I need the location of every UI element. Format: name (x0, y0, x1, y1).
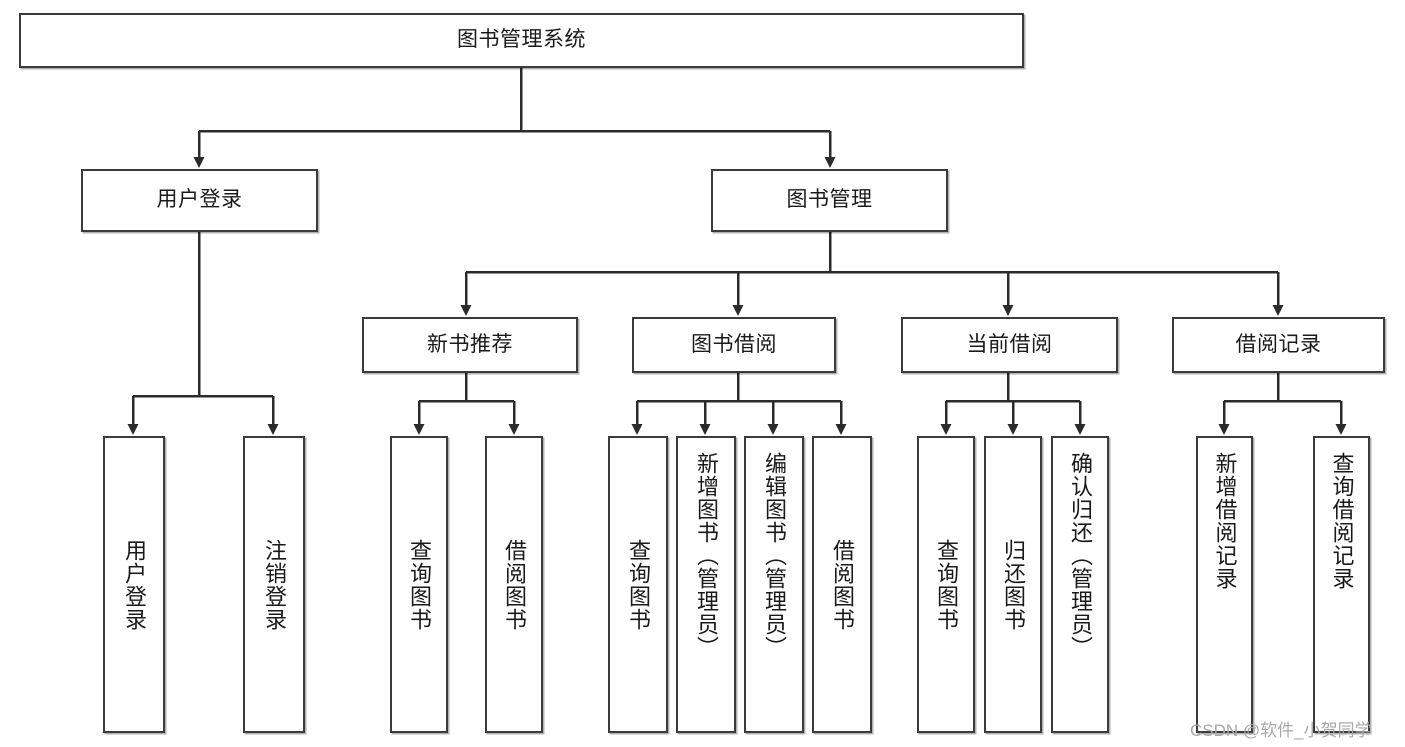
node-current-borrow[interactable]: 当前借阅 (901, 317, 1118, 373)
leaf-add-book[interactable]: 新增图书（管理员） (676, 436, 736, 733)
leaf-label: 查询图书 (406, 538, 432, 631)
leaf-label: 归还图书 (1000, 538, 1026, 631)
leaf-label: 借阅图书 (829, 538, 855, 631)
leaf-confirm-return[interactable]: 确认归还（管理员） (1051, 436, 1109, 733)
leaf-label: 新增图书（管理员） (693, 452, 719, 659)
leaf-label: 编辑图书（管理员） (761, 452, 787, 659)
node-user-login[interactable]: 用户登录 (81, 169, 318, 232)
leaf-label: 新增借阅记录 (1212, 452, 1238, 590)
leaf-add-record[interactable]: 新增借阅记录 (1196, 436, 1253, 733)
leaf-query-record[interactable]: 查询借阅记录 (1313, 436, 1370, 733)
leaf-label: 查询借阅记录 (1329, 452, 1355, 590)
leaf-label: 查询图书 (625, 538, 651, 631)
leaf-logout[interactable]: 注销登录 (243, 436, 305, 733)
node-root-system[interactable]: 图书管理系统 (19, 13, 1024, 68)
leaf-label: 查询图书 (933, 538, 959, 631)
node-label: 当前借阅 (966, 332, 1053, 356)
leaf-label: 用户登录 (121, 538, 147, 631)
leaf-borrow-book-1[interactable]: 借阅图书 (485, 436, 543, 733)
csdn-watermark: CSDN @软件_小贺同学 (1190, 721, 1372, 740)
leaf-query-book-3[interactable]: 查询图书 (917, 436, 975, 733)
node-book-borrow[interactable]: 图书借阅 (632, 317, 836, 373)
leaf-label: 确认归还（管理员） (1067, 452, 1093, 659)
leaf-return-book[interactable]: 归还图书 (984, 436, 1042, 733)
node-label: 图书借阅 (691, 332, 777, 356)
node-new-book-rec[interactable]: 新书推荐 (362, 317, 578, 373)
node-label: 图书管理 (786, 188, 873, 212)
leaf-borrow-book-2[interactable]: 借阅图书 (812, 436, 872, 733)
leaf-user-login[interactable]: 用户登录 (103, 436, 165, 733)
node-label: 新书推荐 (427, 332, 513, 356)
node-label: 图书管理系统 (457, 28, 586, 52)
node-label: 用户登录 (156, 188, 243, 212)
node-label: 借阅记录 (1235, 332, 1322, 356)
node-book-manage[interactable]: 图书管理 (711, 169, 948, 232)
leaf-query-book-2[interactable]: 查询图书 (608, 436, 668, 733)
leaf-query-book-1[interactable]: 查询图书 (390, 436, 448, 733)
leaf-edit-book[interactable]: 编辑图书（管理员） (744, 436, 804, 733)
leaf-label: 注销登录 (261, 538, 287, 631)
node-borrow-record[interactable]: 借阅记录 (1172, 317, 1385, 373)
leaf-label: 借阅图书 (501, 538, 527, 631)
